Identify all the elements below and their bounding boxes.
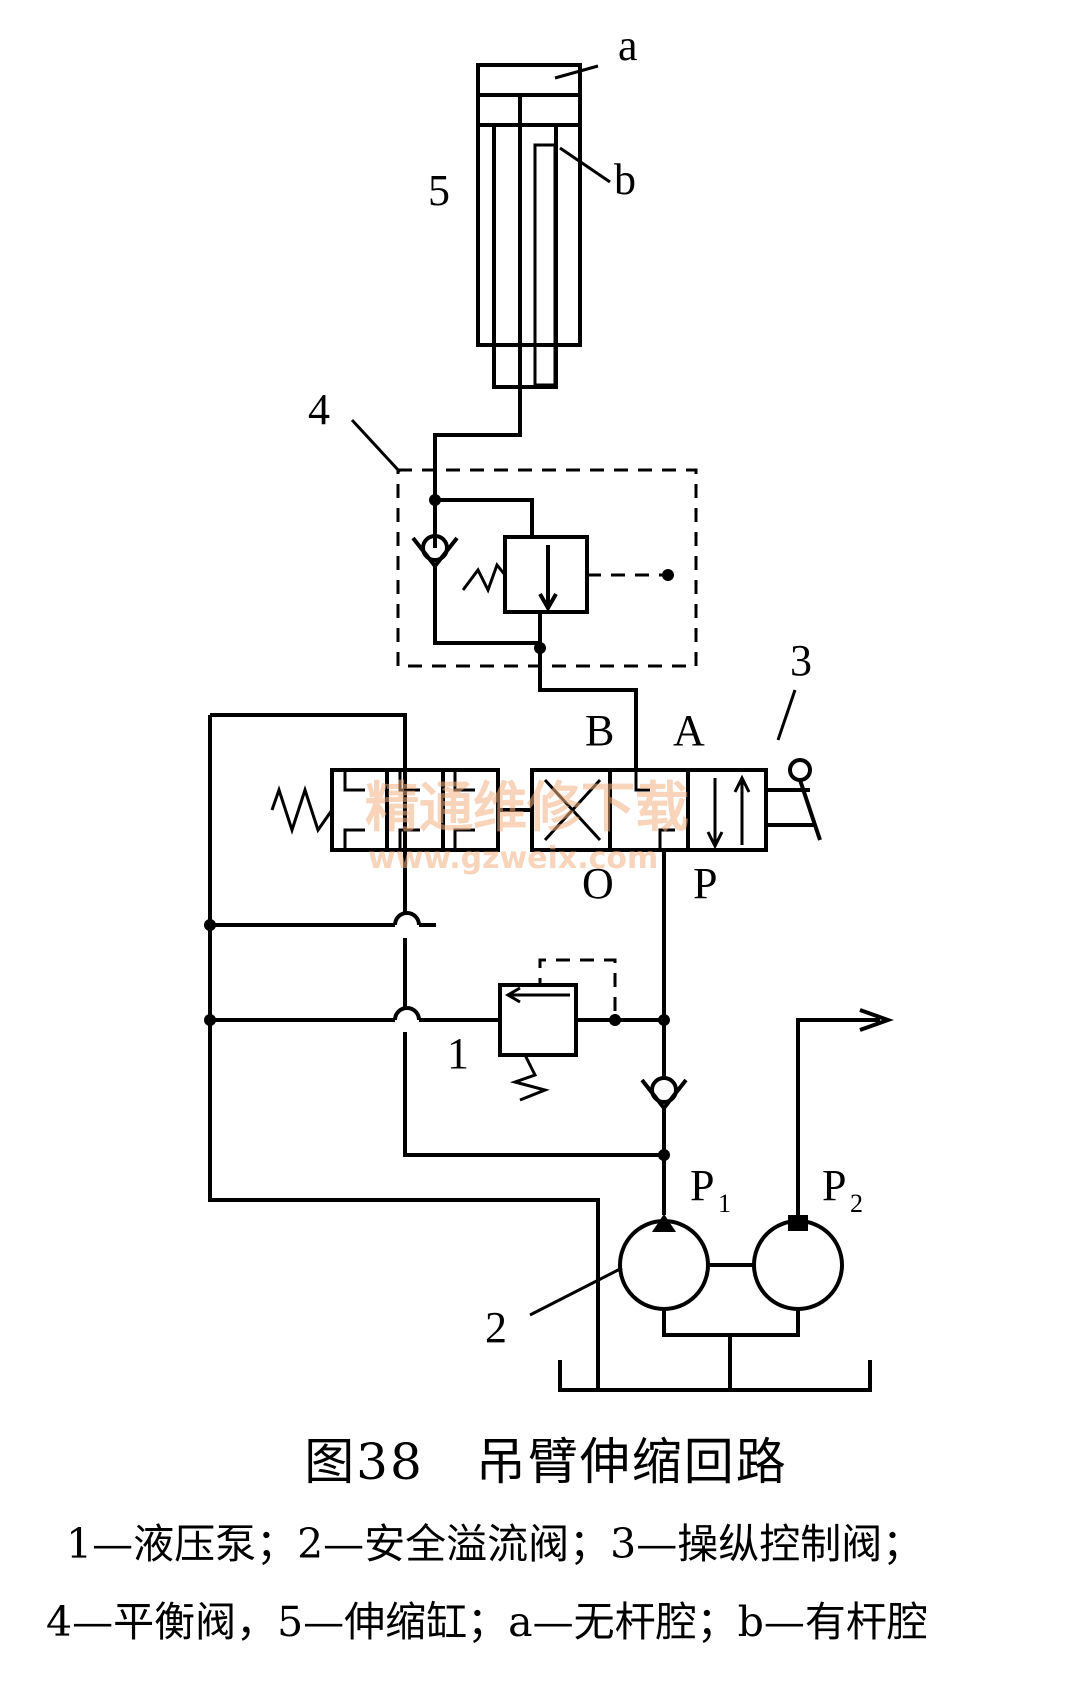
legend-line-1: 1—液压泵；2—安全溢流阀；3—操纵控制阀； — [66, 1520, 924, 1568]
label-pump2-sub: 2 — [850, 1189, 863, 1218]
label-4: 4 — [308, 385, 330, 434]
label-port-O: O — [582, 859, 614, 908]
double-pump — [529, 1008, 894, 1390]
label-pump1: P — [690, 1161, 714, 1210]
label-port-A: A — [673, 706, 705, 755]
control-valve — [270, 689, 822, 852]
label-1: 1 — [447, 1029, 469, 1078]
watermark-text: 精通维修下载 — [365, 776, 689, 839]
label-5: 5 — [428, 166, 450, 215]
legend-line-2: 4—平衡阀，5—伸缩缸；a—无杆腔；b—有杆腔 — [46, 1598, 928, 1646]
balance-valve — [350, 418, 698, 668]
watermark-url: www.gzweix.com — [368, 841, 658, 876]
label-pump1-sub: 1 — [718, 1189, 731, 1218]
label-port-B: B — [585, 706, 614, 755]
label-2: 2 — [485, 1303, 507, 1352]
hydraulic-circuit-diagram: a b 5 4 3 B A O P 1 2 P 1 P 2 精通维修下载 www… — [204, 21, 894, 1392]
label-pump2: P — [822, 1161, 846, 1210]
tank — [558, 1360, 872, 1392]
relief-valve — [498, 958, 664, 1102]
telescopic-cylinder — [476, 63, 611, 389]
label-b: b — [614, 155, 636, 204]
label-a: a — [618, 21, 638, 70]
label-3: 3 — [790, 636, 812, 685]
figure-caption: 图38 吊臂伸缩回路 — [304, 1433, 788, 1491]
label-port-P: P — [693, 859, 717, 908]
